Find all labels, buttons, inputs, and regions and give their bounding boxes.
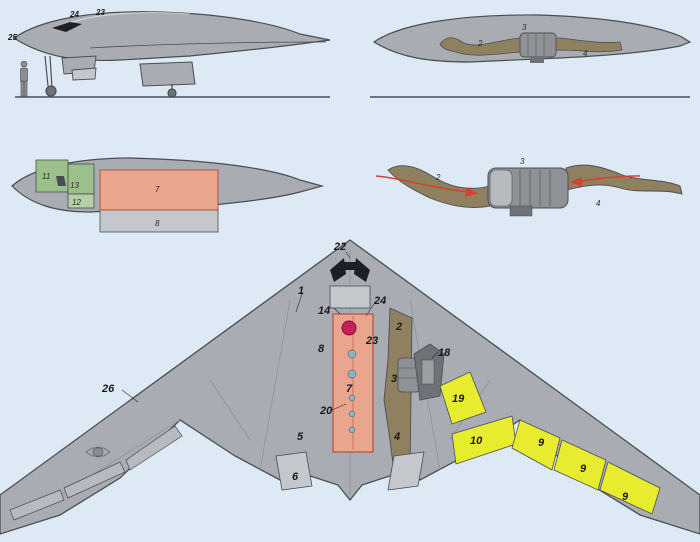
side-fuselage xyxy=(12,11,331,62)
nose-gear xyxy=(44,55,57,97)
engine-side-panel: 2 3 4 xyxy=(370,14,692,98)
side-label-23: 23 xyxy=(95,8,105,17)
main-gear xyxy=(167,84,177,98)
internal-label-11: 11 xyxy=(42,172,50,181)
side-wing-edge xyxy=(89,41,327,49)
plan-view-panel: 1 2 3 4 5 6 7 8 9 9 9 10 14 18 19 20 22 … xyxy=(0,239,700,535)
plan-label-10: 10 xyxy=(470,435,483,447)
duct-engine-core xyxy=(487,167,569,217)
plan-label-24: 24 xyxy=(373,295,386,307)
right-exhaust-trough xyxy=(387,451,425,491)
plan-label-3: 3 xyxy=(391,373,397,385)
engine-side-label-3: 3 xyxy=(522,23,527,32)
plan-gear-bay xyxy=(413,343,445,401)
cockpit-zone-lower xyxy=(67,193,95,209)
plan-label-26: 26 xyxy=(101,383,115,395)
side-engine-pod xyxy=(139,61,196,87)
plan-label-9a: 9 xyxy=(538,437,545,449)
side-cockpit-window xyxy=(52,22,82,32)
panel-9c xyxy=(599,461,661,515)
plan-label-2: 2 xyxy=(395,321,402,333)
left-exhaust-trough xyxy=(275,451,313,491)
cockpit-zone-mid xyxy=(67,163,95,195)
cockpit-seat xyxy=(56,176,66,186)
engine-side-label-4: 4 xyxy=(583,49,588,58)
panel-9b xyxy=(553,439,607,491)
left-control-surfaces xyxy=(9,425,183,521)
internal-label-13: 13 xyxy=(70,181,79,190)
internal-label-8: 8 xyxy=(155,219,160,228)
plan-label-9b: 9 xyxy=(580,463,587,475)
leader-lines xyxy=(121,251,439,411)
side-label-25: 25 xyxy=(7,33,17,42)
internal-label-12: 12 xyxy=(72,198,81,207)
side-view-panel: 24 23 25 xyxy=(7,8,331,98)
plan-cockpit-windows xyxy=(330,258,370,282)
plan-label-14: 14 xyxy=(318,305,330,317)
duct-label-3: 3 xyxy=(520,157,525,166)
exhaust-duct xyxy=(565,164,683,195)
internal-bomb-bay xyxy=(99,169,219,211)
duct-label-2: 2 xyxy=(435,173,441,182)
engine-side-turbine xyxy=(519,32,557,63)
roundel-icon xyxy=(85,446,111,458)
side-label-24: 24 xyxy=(69,10,79,19)
internal-side-panel: 7 8 11 12 13 xyxy=(11,157,325,233)
plan-label-18: 18 xyxy=(438,347,451,359)
panel-9a xyxy=(511,419,561,471)
highlighted-panels xyxy=(439,371,661,515)
plan-label-8: 8 xyxy=(318,343,325,355)
plan-label-23: 23 xyxy=(365,335,378,347)
airflow-arrow-icon xyxy=(375,175,641,197)
internal-label-7: 7 xyxy=(155,185,160,194)
plan-label-22: 22 xyxy=(333,241,346,253)
plan-intake-duct xyxy=(383,307,413,473)
plan-label-6: 6 xyxy=(292,471,299,483)
plan-hatch xyxy=(329,285,371,309)
plan-label-5: 5 xyxy=(297,431,304,443)
plan-label-19: 19 xyxy=(452,393,465,405)
duct-detail-panel: 2 3 4 xyxy=(375,157,683,217)
bay-stations xyxy=(347,349,357,434)
engine-side-label-2: 2 xyxy=(477,39,483,48)
plan-label-7: 7 xyxy=(346,383,353,395)
red-marker xyxy=(341,320,357,336)
plan-label-20: 20 xyxy=(319,405,333,417)
panel-19 xyxy=(439,371,487,425)
duct-label-4: 4 xyxy=(596,199,601,208)
plan-label-1: 1 xyxy=(298,285,304,297)
gear-door xyxy=(61,55,97,81)
human-figure-icon xyxy=(20,60,28,97)
plan-label-4: 4 xyxy=(393,431,400,443)
plan-label-9c: 9 xyxy=(622,491,629,503)
